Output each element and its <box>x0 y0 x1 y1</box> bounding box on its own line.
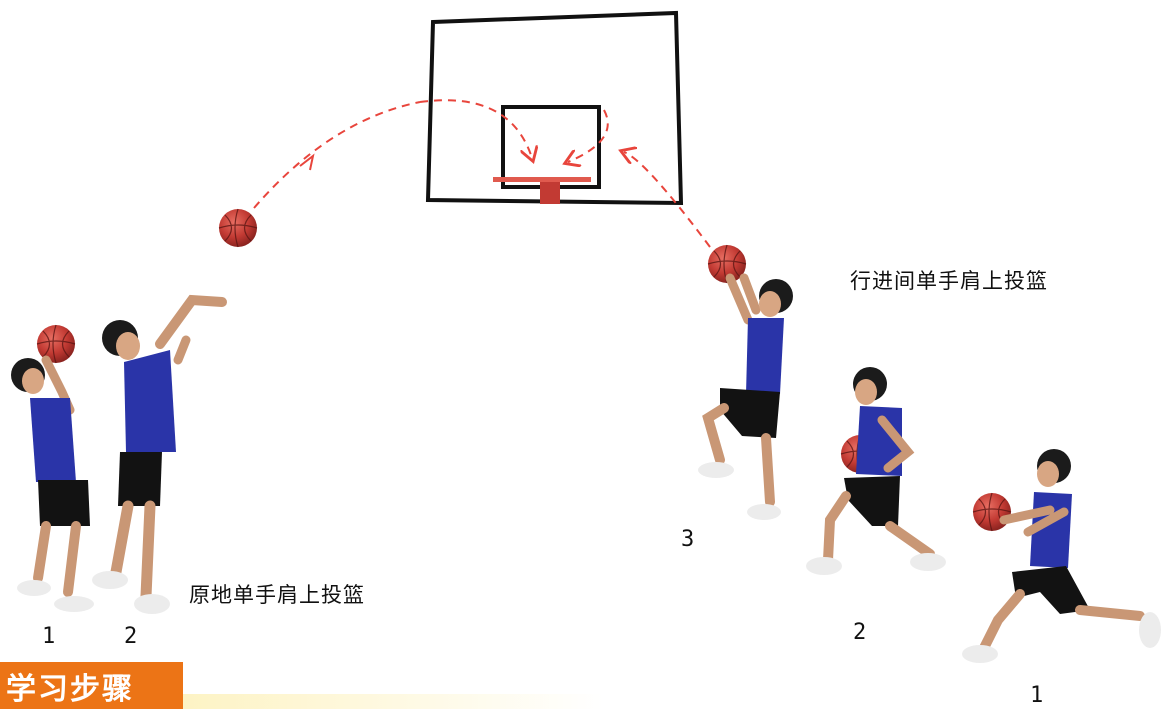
moving-player-1 <box>962 449 1161 663</box>
caption-moving-shot: 行进间单手肩上投篮 <box>850 269 1048 293</box>
stationary-player-1 <box>11 324 94 612</box>
stationary-player-2 <box>92 294 227 614</box>
step-number-moving-1: 1 <box>1030 683 1044 708</box>
step-number-moving-3: 3 <box>681 527 695 552</box>
hoop <box>493 177 591 204</box>
caption-stationary-shot: 原地单手肩上投篮 <box>189 583 365 607</box>
trajectory-moving <box>568 109 711 248</box>
section-tab-band <box>183 694 603 709</box>
moving-player-3 <box>698 244 793 520</box>
step-number-stationary-2: 2 <box>124 624 138 649</box>
trajectory-stationary <box>253 99 532 209</box>
step-number-moving-2: 2 <box>853 620 867 645</box>
backboard <box>425 10 684 206</box>
section-tab-learning-steps: 学习步骤 <box>0 662 183 709</box>
section-tab-label: 学习步骤 <box>6 672 134 707</box>
moving-player-2 <box>806 367 946 575</box>
step-number-stationary-1: 1 <box>42 624 56 649</box>
basketball-in-flight <box>218 208 258 248</box>
